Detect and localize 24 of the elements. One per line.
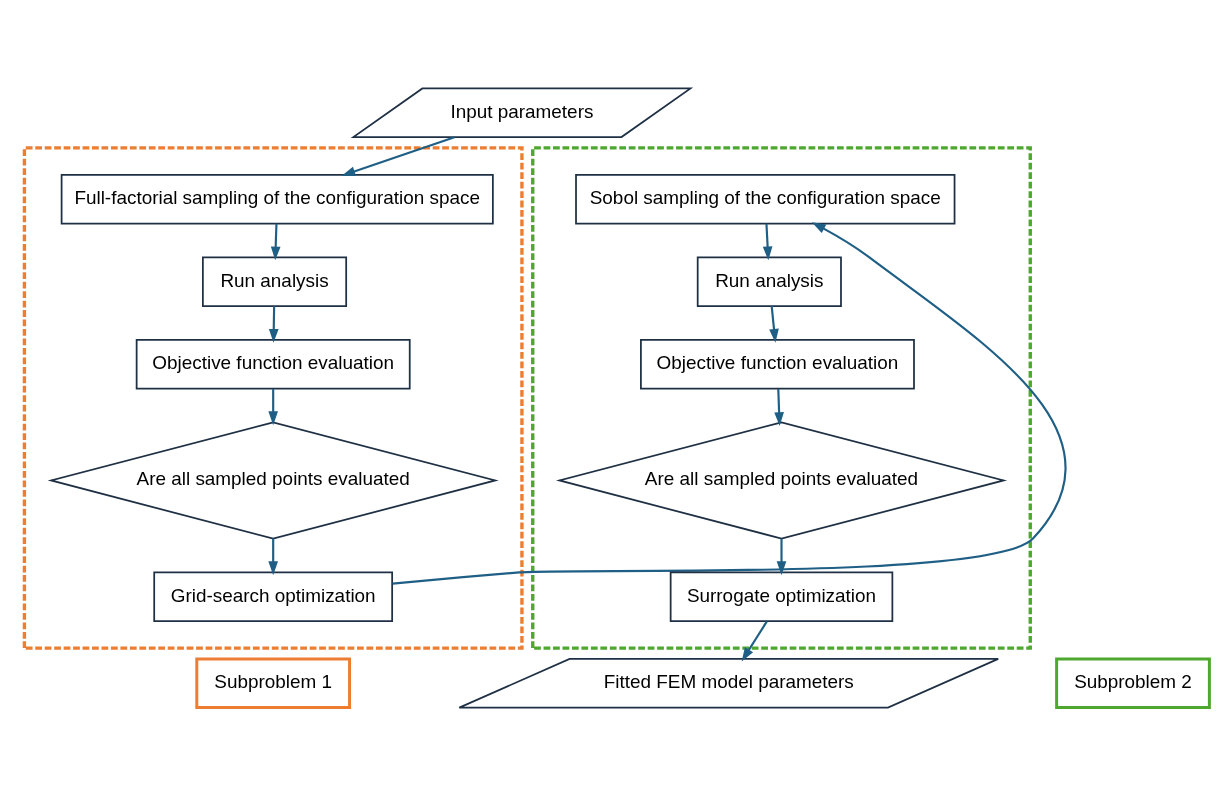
node-box: Run analysis [696,256,842,307]
cluster [22,146,524,650]
node-box: Subproblem 1 [195,657,352,710]
node-box: Surrogate optimization [669,571,894,622]
node-diamond: Are all sampled points evaluated [555,421,1008,540]
arrow [392,222,1066,585]
node-box: Objective function evaluation [135,339,411,390]
node-box: Sobol sampling of the configuration space [575,174,956,225]
node-box: Run analysis [202,256,348,307]
node-box: Full-factorial sampling of the configuration space [60,174,494,225]
node-box: Subproblem 2 [1055,657,1211,710]
arrow [341,136,455,177]
arrow [268,389,278,426]
node-box: Grid-search optimization [153,571,394,622]
arrow [741,620,768,662]
arrow [270,223,281,261]
arrow [762,223,773,261]
node-box: Objective function evaluation [640,339,915,390]
arrow [268,306,279,343]
arrow [776,538,787,576]
node-diamond: Are all sampled points evaluated [47,421,499,540]
arrow [774,389,784,427]
arrow [769,306,779,343]
arrow [268,538,278,576]
